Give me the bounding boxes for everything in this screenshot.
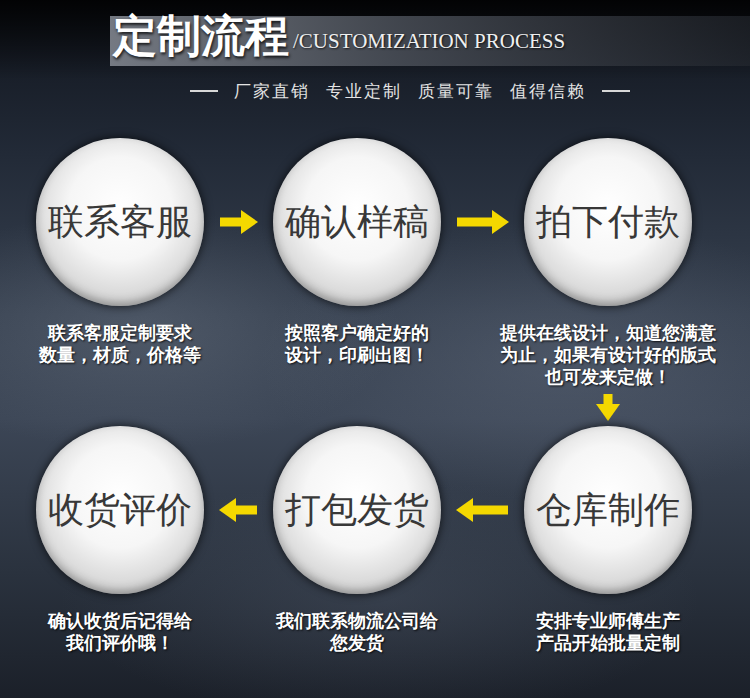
step-name: 确认样稿	[285, 200, 429, 244]
slogan: 专业定制	[326, 79, 402, 103]
process-step: 仓库制作安排专业师傅生产 产品开始批量定制	[518, 426, 698, 654]
step-circle: 打包发货	[273, 426, 441, 594]
step-description-block: 提供在线设计，知道您满意 为止，如果有设计好的版式 也可发来定做！	[488, 322, 728, 388]
process-step: 拍下付款提供在线设计，知道您满意 为止，如果有设计好的版式 也可发来定做！	[488, 138, 728, 388]
step-description-block: 按照客户确定好的 设计，印刷出图！	[267, 322, 447, 366]
title-english: /CUSTOMIZATION PROCESS	[293, 26, 565, 56]
step-name: 仓库制作	[536, 488, 680, 532]
step-circle: 联系客服	[36, 138, 204, 306]
flow-arrow	[236, 506, 257, 515]
process-step: 打包发货我们联系物流公司给 您发货	[267, 426, 447, 654]
flow-arrow	[457, 218, 492, 227]
slogan: 值得信赖	[510, 79, 586, 103]
step-description-block: 安排专业师傅生产 产品开始批量定制	[518, 610, 698, 654]
step-description: 确认收货后记得给 我们评价哦！	[30, 610, 210, 654]
step-name: 收货评价	[48, 488, 192, 532]
step-description-block: 我们联系物流公司给 您发货	[267, 610, 447, 654]
step-description-block: 确认收货后记得给 我们评价哦！	[30, 610, 210, 654]
flow-arrow	[220, 218, 241, 227]
step-circle: 拍下付款	[524, 138, 692, 306]
slogan-row: 厂家直销专业定制质量可靠值得信赖	[190, 79, 630, 103]
step-description: 安排专业师傅生产 产品开始批量定制	[518, 610, 698, 654]
step-name: 拍下付款	[536, 200, 680, 244]
step-name: 打包发货	[285, 488, 429, 532]
step-circle: 收货评价	[36, 426, 204, 594]
step-description: 联系客服定制要求 数量，材质，价格等	[30, 322, 210, 366]
slogan: 厂家直销	[234, 79, 310, 103]
step-description: 我们联系物流公司给 您发货	[267, 610, 447, 654]
title-row: 定制流程/CUSTOMIZATION PROCESS	[113, 8, 565, 64]
dash-line	[190, 90, 218, 92]
process-step: 收货评价确认收货后记得给 我们评价哦！	[30, 426, 210, 654]
step-name: 联系客服	[48, 200, 192, 244]
step-circle: 仓库制作	[524, 426, 692, 594]
process-step: 确认样稿按照客户确定好的 设计，印刷出图！	[267, 138, 447, 366]
flow-arrow	[604, 394, 613, 404]
dash-line	[602, 90, 630, 92]
title: 定制流程	[113, 8, 289, 64]
step-description-block: 联系客服定制要求 数量，材质，价格等	[30, 322, 210, 366]
slogan: 质量可靠	[418, 79, 494, 103]
process-step: 联系客服联系客服定制要求 数量，材质，价格等	[30, 138, 210, 366]
step-description: 提供在线设计，知道您满意 为止，如果有设计好的版式 也可发来定做！	[488, 322, 728, 388]
step-circle: 确认样稿	[273, 138, 441, 306]
flow-arrow	[473, 506, 508, 515]
step-description: 按照客户确定好的 设计，印刷出图！	[267, 322, 447, 366]
top-shade	[0, 0, 750, 80]
